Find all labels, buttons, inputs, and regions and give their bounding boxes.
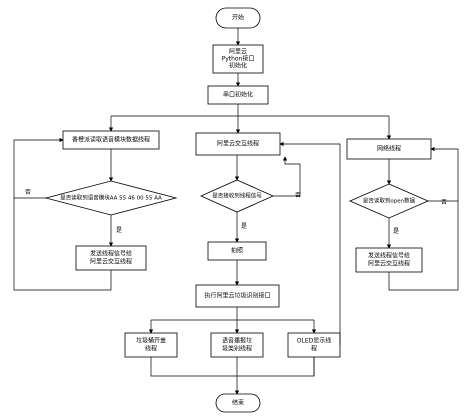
oled-thread-label-line2: 程 [311,345,317,353]
edge-sub1-out [150,357,315,377]
lid-thread-node [124,332,178,358]
edge-right-loop [388,146,459,291]
start-label: 开始 [232,14,244,22]
left-thread-label: 香橙派读取语音模块数据线程 [72,136,150,144]
mid-thread-label: 阿里云交互线程 [217,140,259,148]
voice-thread-label-line2: 圾类别线程 [222,345,252,353]
lid-thread-label-line2: 线程 [145,345,157,353]
oled-thread-label-line1: OLED显示线 [297,337,331,345]
left-yes-label: 是 [116,227,122,234]
mid-decision-label: 是否接收到线程信号 [212,192,262,200]
init-node [212,44,264,74]
voice-thread-label-line1: 语音播报垃 [222,337,252,345]
edge-left-loop [13,137,112,291]
edge-mid-decision-no [273,156,301,197]
init-label-line3: 初始化 [229,62,247,70]
left-action-label-line1: 发送线程信号给 [90,250,132,258]
voice-thread-node [210,332,264,358]
edge-mid-return [279,141,341,345]
right-action-label-line2: 阿里云交互线程 [368,260,410,268]
right-yes-label: 是 [393,228,399,235]
init-label-line1: 阿里云 [229,48,247,56]
mid-yes-label: 是 [241,223,247,230]
lid-thread-label-line1: 垃圾桶开盖 [136,337,166,345]
right-no-label: 否 [441,199,447,206]
serial-init-label: 串口初始化 [223,91,253,99]
right-decision-label: 是否读取到open数据 [363,197,416,205]
photo-label: 拍照 [231,247,243,255]
exec-label: 执行阿里云垃圾识别接口 [204,292,270,300]
end-label: 结束 [232,399,244,407]
left-action-label-line2: 阿里云交互线程 [90,258,132,266]
left-no-label: 否 [25,189,31,196]
left-decision-label: 是否读取到语音模块AA 55 46 00 55 AA [60,194,162,202]
right-action-label-line1: 发送线程信号给 [368,252,410,260]
init-label-line2: Python接口 [222,55,255,63]
right-action-node [355,247,423,273]
mid-no-label: 否 [295,192,301,199]
right-thread-label: 网络线程 [377,145,401,153]
